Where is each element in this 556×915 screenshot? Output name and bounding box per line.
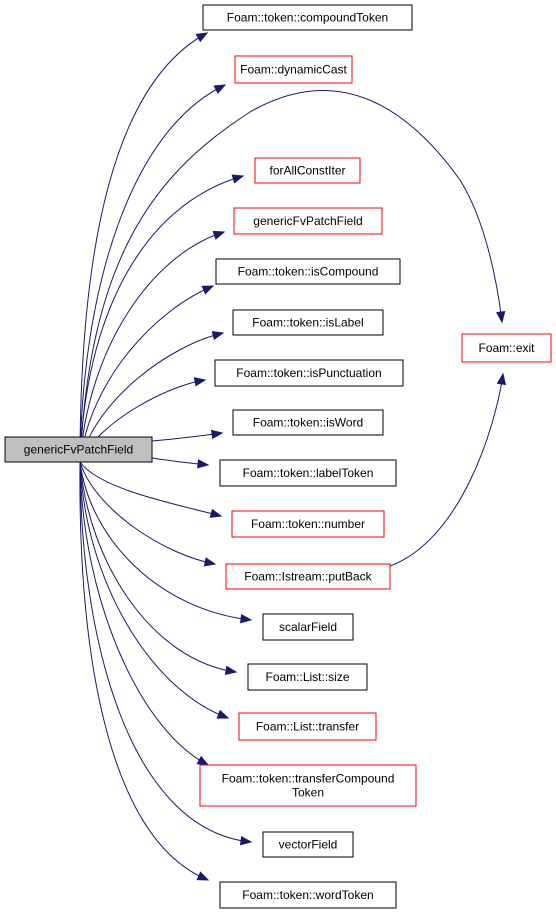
node-label-isCompound: Foam::token::isCompound [238, 265, 379, 279]
node-box-vectorField[interactable] [262, 831, 354, 858]
edge-root-to-putBack [79, 461, 216, 565]
node-box-number[interactable] [231, 510, 385, 538]
edge-putBack-to-exit [389, 373, 504, 567]
node-label-number: Foam::token::number [251, 517, 365, 531]
arrowhead-putBack [203, 557, 217, 567]
edge-root-to-wordToken [79, 461, 209, 881]
node-box-transferCompoundToken[interactable] [199, 764, 417, 807]
arrowhead-exit [496, 310, 506, 324]
node-label-transfer: Foam::List::transfer [256, 720, 359, 734]
node-label-compoundToken: Foam::token::compoundToken [227, 11, 388, 25]
arrowhead-transfer [216, 709, 230, 719]
arrowhead-dynamicCast [213, 84, 227, 94]
node-isWord[interactable]: Foam::token::isWord [232, 409, 384, 436]
node-box-genericFvPatchField2[interactable] [233, 207, 383, 235]
node-isCompound[interactable]: Foam::token::isCompound [215, 258, 401, 285]
arrowhead-isCompound [201, 285, 215, 295]
edge-root-to-genericFvPatchField2 [79, 231, 225, 463]
edge-root-to-isCompound [79, 285, 214, 463]
node-label-forAllConstIter: forAllConstIter [269, 164, 345, 178]
edge-root-to-compoundToken [79, 32, 208, 463]
node-forAllConstIter[interactable]: forAllConstIter [254, 157, 361, 184]
node-label-wordToken: Foam::token::wordToken [242, 888, 373, 902]
root-node-label: genericFvPatchField [24, 443, 133, 457]
arrowhead-exit [496, 372, 507, 386]
edge-root-to-exit [79, 90, 503, 463]
node-label-genericFvPatchField2: genericFvPatchField [253, 214, 362, 228]
node-vectorField[interactable]: vectorField [262, 831, 354, 858]
edge-root-to-forAllConstIter [79, 175, 244, 463]
node-box-isCompound[interactable] [215, 258, 401, 285]
node-labelToken[interactable]: Foam::token::labelToken [219, 459, 397, 487]
arrowhead-vectorField [239, 835, 253, 846]
node-box-compoundToken[interactable] [202, 4, 413, 31]
arrowhead-scalarField [239, 613, 253, 624]
node-label-transferCompoundToken: Foam::token::transferCompound [222, 772, 395, 786]
node-label-isWord: Foam::token::isWord [253, 416, 363, 430]
edge-root-to-scalarField [79, 461, 252, 621]
node-exit[interactable]: Foam::exit [461, 333, 552, 363]
node-box-exit[interactable] [461, 333, 552, 363]
node-size[interactable]: Foam::List::size [247, 663, 368, 691]
nodes: genericFvPatchField Foam::token::compound… [4, 4, 552, 909]
arrowhead-labelToken [197, 459, 210, 469]
node-box-scalarField[interactable] [262, 613, 354, 641]
arrowhead-compoundToken [195, 32, 209, 43]
node-wordToken[interactable]: Foam::token::wordToken [219, 881, 397, 909]
node-isLabel[interactable]: Foam::token::isLabel [232, 309, 384, 336]
node-box-transfer[interactable] [238, 712, 377, 741]
node-box-wordToken[interactable] [219, 881, 397, 909]
arrowhead-size [224, 665, 238, 675]
root-node-box[interactable] [4, 436, 153, 463]
edge-root-to-dynamicCast [79, 84, 226, 463]
edge-root-to-vectorField [79, 461, 252, 843]
node-dynamicCast[interactable]: Foam::dynamicCast [234, 55, 353, 84]
node-number[interactable]: Foam::token::number [231, 510, 385, 538]
arrowhead-number [209, 508, 223, 518]
arrowhead-wordToken [196, 871, 210, 881]
node-label-transferCompoundToken: Token [292, 786, 324, 800]
node-label-isPunctuation: Foam::token::isPunctuation [236, 366, 381, 380]
node-label-isLabel: Foam::token::isLabel [252, 316, 363, 330]
node-box-labelToken[interactable] [219, 459, 397, 487]
node-label-vectorField: vectorField [279, 838, 338, 852]
edge-root-to-transfer [79, 461, 229, 719]
arrowhead-genericFvPatchField2 [212, 230, 226, 240]
arrowhead-isLabel [211, 330, 225, 341]
node-box-putBack[interactable] [225, 563, 391, 590]
node-box-forAllConstIter[interactable] [254, 157, 361, 184]
node-label-size: Foam::List::size [265, 670, 349, 684]
arrowhead-forAllConstIter [231, 174, 245, 184]
root-node[interactable]: genericFvPatchField [4, 436, 153, 463]
node-label-labelToken: Foam::token::labelToken [243, 466, 374, 480]
node-label-scalarField: scalarField [279, 620, 337, 634]
edge-root-to-transferCompoundToken [79, 461, 209, 766]
node-putBack[interactable]: Foam::Istream::putBack [225, 563, 391, 590]
node-transfer[interactable]: Foam::List::transfer [238, 712, 377, 741]
node-label-putBack: Foam::Istream::putBack [244, 570, 372, 584]
node-box-isLabel[interactable] [232, 309, 384, 336]
edge-root-to-isWord [151, 432, 223, 442]
arrowhead-isPunctuation [193, 377, 207, 387]
edge-root-to-number [79, 461, 222, 517]
arrowhead-isWord [210, 429, 224, 440]
node-box-isWord[interactable] [232, 409, 384, 436]
edge-root-to-size [79, 461, 237, 673]
node-scalarField[interactable]: scalarField [262, 613, 354, 641]
node-box-isPunctuation[interactable] [214, 359, 404, 387]
node-box-dynamicCast[interactable] [234, 55, 353, 84]
node-label-dynamicCast: Foam::dynamicCast [240, 63, 347, 77]
node-isPunctuation[interactable]: Foam::token::isPunctuation [214, 359, 404, 387]
node-label-exit: Foam::exit [478, 341, 535, 355]
node-genericFvPatchField2[interactable]: genericFvPatchField [233, 207, 383, 235]
node-box-size[interactable] [247, 663, 368, 691]
node-compoundToken[interactable]: Foam::token::compoundToken [202, 4, 413, 31]
arrowhead-transferCompoundToken [196, 755, 210, 766]
